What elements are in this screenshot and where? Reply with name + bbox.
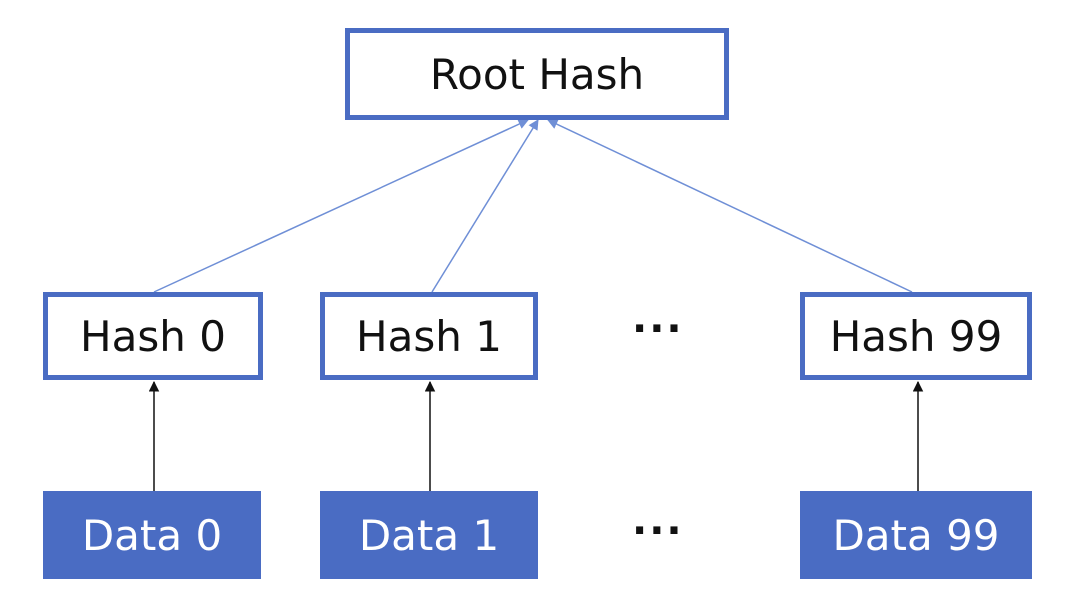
data-node-1: Data 1 [320,491,538,579]
hash-label-0: Hash 0 [80,311,226,361]
hash-row-ellipsis: ··· [632,306,684,352]
edge-hash99-to-root [547,119,913,293]
edge-hash1-to-root [431,119,539,293]
data-node-99: Data 99 [800,491,1032,579]
root-hash-node: Root Hash [345,28,729,120]
hash-node-1: Hash 1 [320,292,538,380]
data-row-ellipsis: ··· [632,508,684,554]
root-hash-label: Root Hash [429,49,645,99]
data-label-1: Data 1 [358,510,500,560]
data-label-99: Data 99 [832,510,1000,560]
hash-node-99: Hash 99 [800,292,1032,380]
data-node-0: Data 0 [43,491,261,579]
hash-node-0: Hash 0 [43,292,263,380]
data-label-0: Data 0 [81,510,223,560]
hash-label-1: Hash 1 [356,311,502,361]
edge-hash0-to-root [153,119,529,293]
hash-label-99: Hash 99 [829,311,1003,361]
